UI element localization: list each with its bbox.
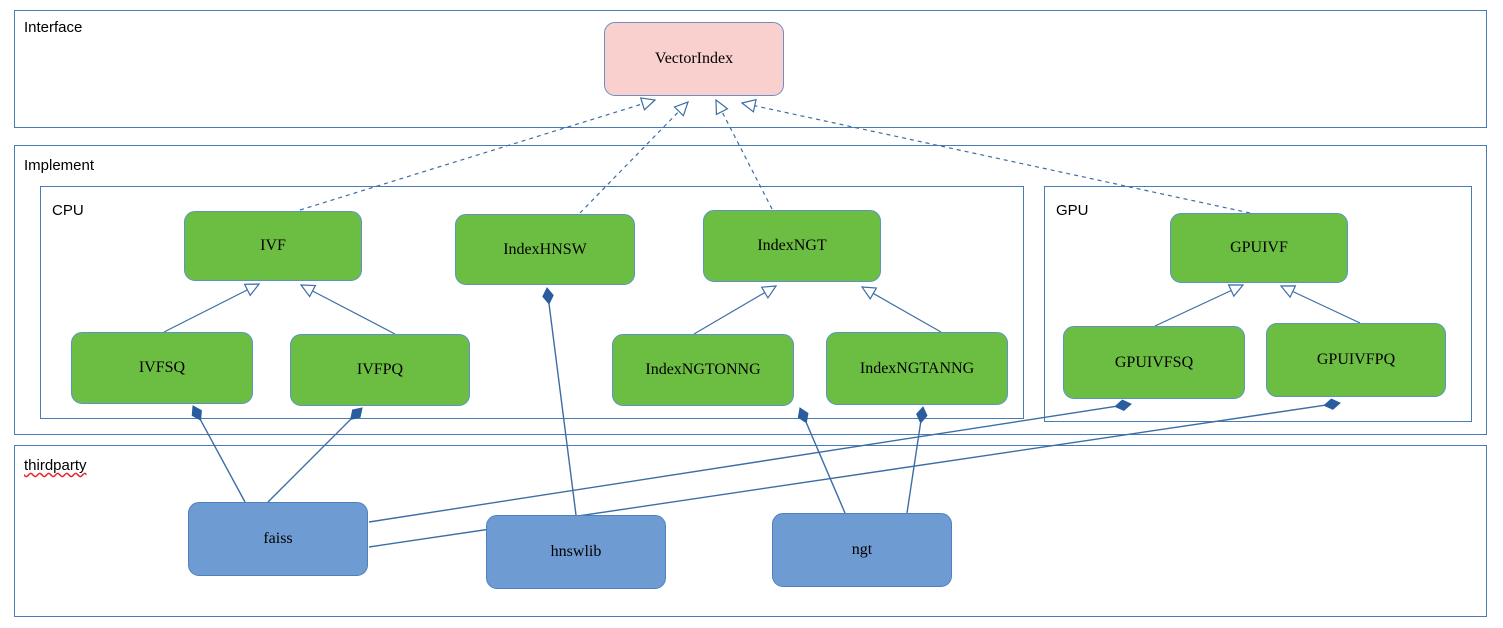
node-indexngt[interactable]: IndexNGT	[703, 210, 881, 282]
group-label-interface: Interface	[24, 19, 83, 36]
node-ivfsq[interactable]: IVFSQ	[71, 332, 253, 404]
group-label-cpu: CPU	[52, 202, 84, 219]
node-vectorindex[interactable]: VectorIndex	[604, 22, 784, 96]
node-hnswlib[interactable]: hnswlib	[486, 515, 666, 589]
group-label-gpu: GPU	[1056, 202, 1089, 219]
node-ivf[interactable]: IVF	[184, 211, 362, 281]
node-ngt[interactable]: ngt	[772, 513, 952, 587]
node-ivfpq[interactable]: IVFPQ	[290, 334, 470, 406]
node-indexngtonng[interactable]: IndexNGTONNG	[612, 334, 794, 406]
group-label-implement: Implement	[24, 157, 95, 174]
node-gpuivf[interactable]: GPUIVF	[1170, 213, 1348, 283]
node-faiss[interactable]: faiss	[188, 502, 368, 576]
node-indexhnsw[interactable]: IndexHNSW	[455, 214, 635, 285]
node-gpuivfsq[interactable]: GPUIVFSQ	[1063, 326, 1245, 399]
group-label-thirdparty: thirdparty	[24, 457, 87, 474]
node-gpuivfpq[interactable]: GPUIVFPQ	[1266, 323, 1446, 397]
node-indexngtanng[interactable]: IndexNGTANNG	[826, 332, 1008, 405]
